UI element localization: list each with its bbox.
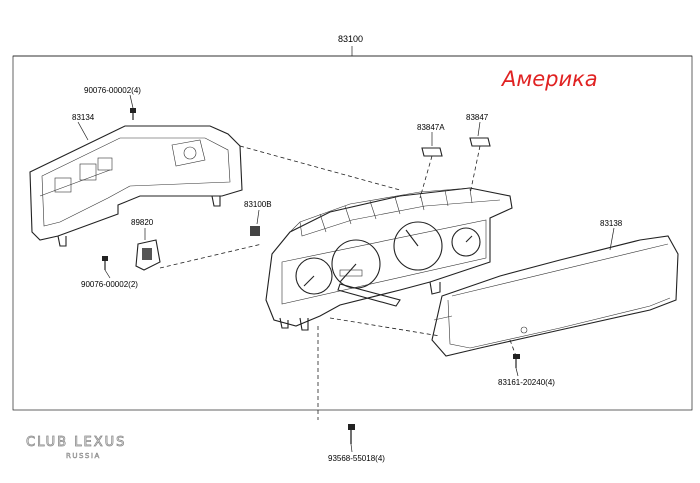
part-label-83134: 83134 [72,113,95,122]
part-label-83161: 83161-20240(4) [498,378,555,387]
part-label-90076-top: 90076-00002(4) [84,86,141,95]
handwritten-annotation: Америка [500,67,598,91]
assembly-part-number: 83100 [338,34,363,44]
screw-90076-bottom [102,256,111,279]
rear-housing-83134 [29,125,243,247]
module-89820 [135,228,161,271]
watermark-club-lexus: CLUB LEXUS [26,435,126,450]
part-label-93568: 93568-55018(4) [328,454,385,463]
front-glass-83138 [431,235,679,357]
lamp-83847A [421,132,443,157]
lamp-83847 [469,121,491,147]
part-label-89820: 89820 [131,218,154,227]
part-label-90076-bottom: 90076-00002(2) [81,280,138,289]
part-label-83100B: 83100B [244,200,272,209]
screw-93568 [348,424,355,453]
bulb-83100B [250,209,260,236]
part-label-83138: 83138 [600,219,623,228]
part-label-83847: 83847 [466,113,489,122]
watermark-russia: RUSSIA [66,452,101,460]
label-83134 [77,121,89,141]
part-label-83847A: 83847A [417,123,445,132]
screw-90076-top [129,94,136,120]
screw-83161 [513,354,520,377]
assembly-dashed-lines [159,145,517,420]
assembly-frame [12,46,693,411]
combination-meter-body [265,187,513,331]
label-83138 [609,227,615,251]
